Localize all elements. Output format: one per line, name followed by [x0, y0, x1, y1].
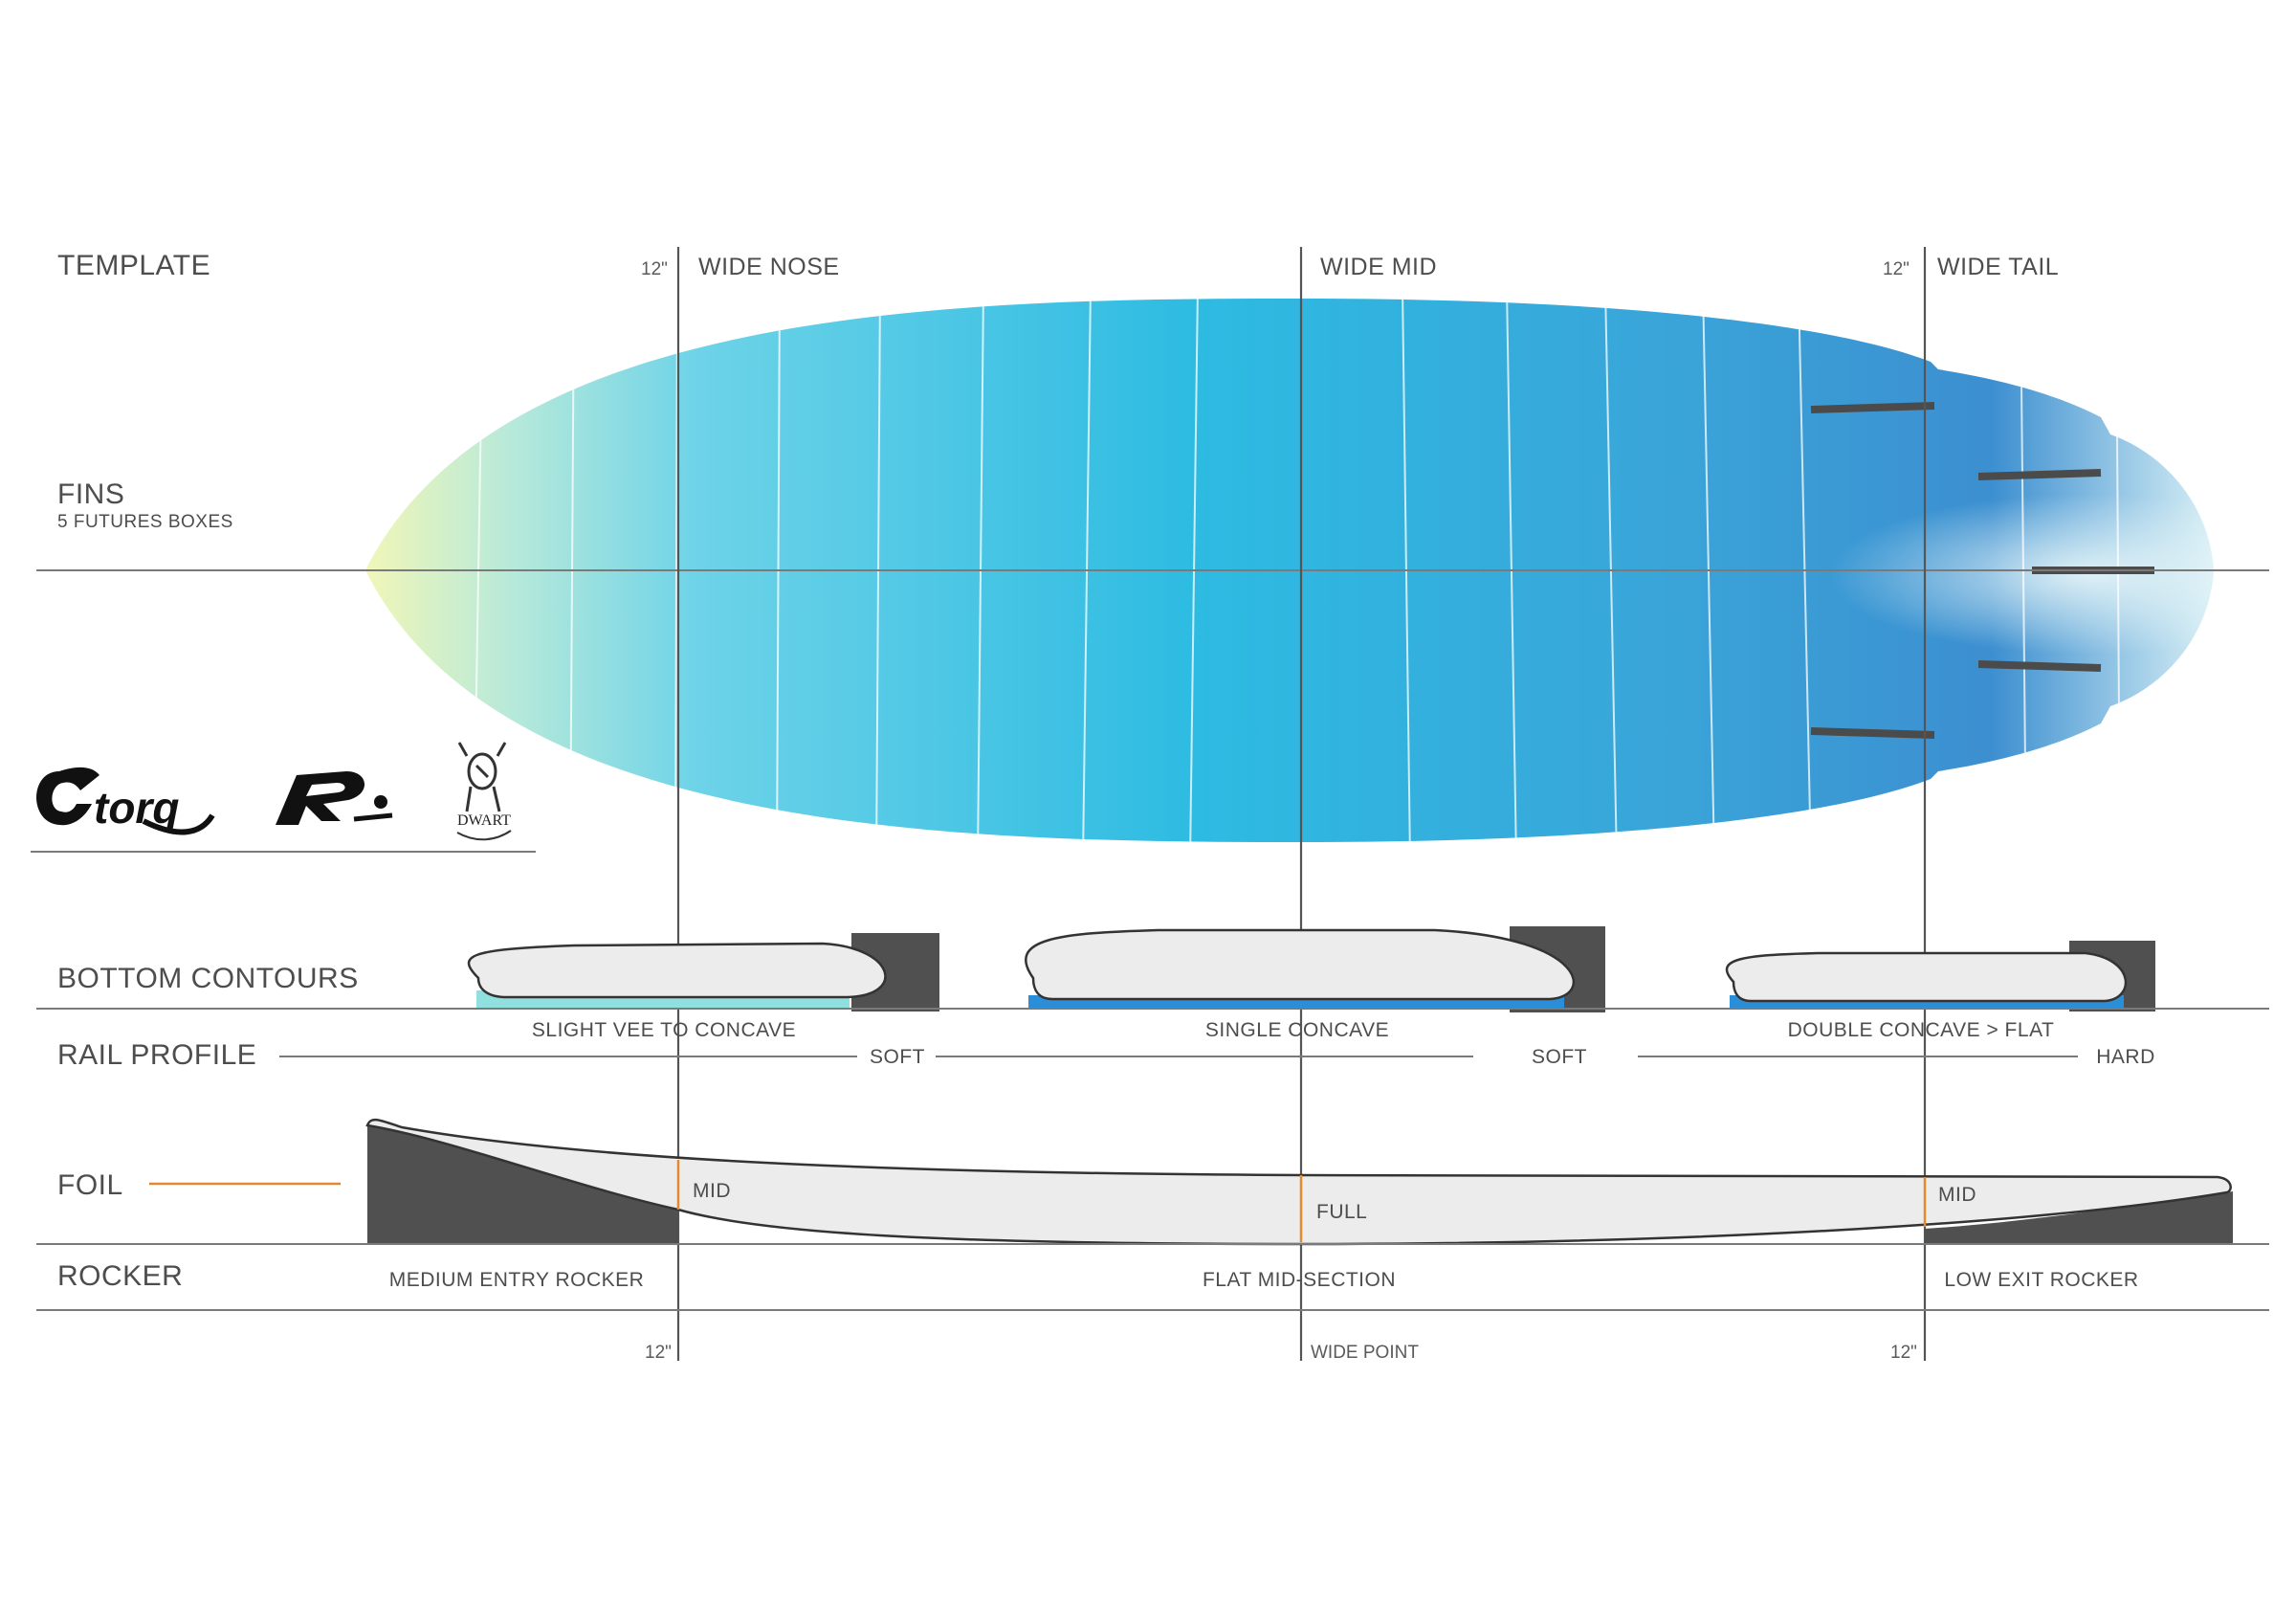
- fin-box-front-left: [1810, 402, 1935, 413]
- rocker-profile: [365, 1118, 2233, 1246]
- template-label: TEMPLATE: [57, 250, 210, 281]
- fin-box-rear-right: [1977, 660, 2102, 672]
- bottom-contour-nose-text: SLIGHT VEE TO CONCAVE: [532, 1019, 796, 1041]
- rail-tail-text: HARD: [2096, 1046, 2155, 1068]
- bottom-contours-label: BOTTOM CONTOURS: [57, 963, 359, 994]
- torq-logo: torq: [36, 767, 215, 835]
- bottom-contour-tail-text: DOUBLE CONCAVE > FLAT: [1788, 1019, 2055, 1041]
- fins-sublabel: 5 FUTURES BOXES: [57, 512, 233, 532]
- foil-label: FOIL: [57, 1169, 123, 1201]
- wide-point-label: WIDE POINT: [1311, 1343, 1419, 1363]
- tail-12in-marker: 12": [1883, 259, 1910, 279]
- foil-shape: [365, 1118, 2232, 1246]
- rocker-mid-text: FLAT MID-SECTION: [1203, 1269, 1396, 1291]
- torq-logo-text: torq: [94, 783, 179, 833]
- wide-nose-label: WIDE NOSE: [698, 254, 840, 280]
- foil-mid-text: FULL: [1316, 1201, 1367, 1223]
- mid-contour-shape: [1025, 928, 1576, 1001]
- board-template: [365, 299, 2214, 842]
- nose-12in-marker: 12": [641, 259, 668, 279]
- nose-contour-shape: [467, 942, 887, 999]
- tail-contour-shape: [1725, 951, 2128, 1003]
- foil-nose-text: MID: [693, 1180, 731, 1202]
- tail-rocker-area: [1925, 1191, 2233, 1244]
- bottom-contours-section: [467, 926, 2155, 1012]
- bottom-nose-12in-marker: 12": [645, 1343, 672, 1363]
- rocker-label: ROCKER: [57, 1260, 183, 1292]
- fin-box-rear-left: [1977, 469, 2102, 480]
- fins-label: FINS: [57, 478, 124, 510]
- board-tail-glow: [365, 299, 2214, 842]
- nose-rocker-area: [367, 1125, 678, 1244]
- rocker-nose-text: MEDIUM ENTRY ROCKER: [389, 1269, 645, 1291]
- foil-tail-text: MID: [1938, 1184, 1976, 1206]
- rail-mid-text: SOFT: [1532, 1046, 1587, 1068]
- rail-profile-label: RAIL PROFILE: [57, 1039, 256, 1071]
- bottom-tail-12in-marker: 12": [1890, 1343, 1917, 1363]
- rusty-logo: [276, 771, 393, 825]
- rail-nose-text: SOFT: [870, 1046, 925, 1068]
- wide-mid-label: WIDE MID: [1320, 254, 1437, 280]
- fin-box-front-right: [1810, 727, 1935, 739]
- dwart-logo: DWART: [456, 742, 512, 841]
- bottom-contour-mid-text: SINGLE CONCAVE: [1205, 1019, 1389, 1041]
- rocker-tail-text: LOW EXIT ROCKER: [1944, 1269, 2138, 1291]
- dwart-logo-text: DWART: [457, 812, 511, 829]
- wide-tail-label: WIDE TAIL: [1937, 254, 2059, 280]
